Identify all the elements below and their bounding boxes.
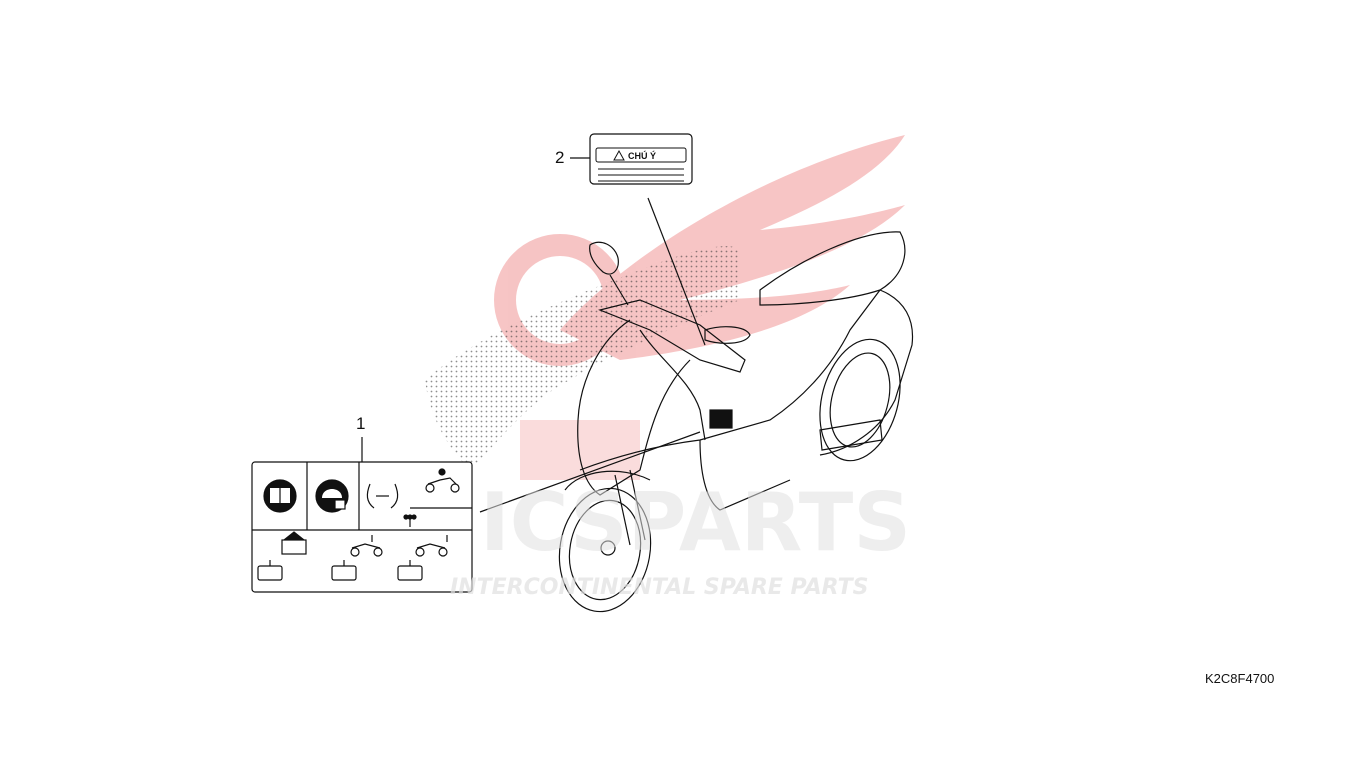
watermark-tagline-text: INTERCONTINENTAL SPARE PARTS <box>450 575 868 600</box>
shading-dots <box>425 246 740 470</box>
caution-label-heading: CHÚ Ý <box>628 150 656 161</box>
helmet-icon <box>315 479 349 513</box>
warning-triangle-icon <box>613 149 625 161</box>
pictogram-label-part-1 <box>251 461 473 593</box>
scooter-load-icon <box>350 535 383 557</box>
scooter-load-icon-2 <box>415 535 448 557</box>
tire-pressure-icon <box>366 483 399 509</box>
diagram-code: K2C8F4700 <box>1205 671 1275 686</box>
owner-manual-icon <box>263 479 297 513</box>
fuel-info-icon <box>281 531 307 555</box>
caution-label-part-2 <box>589 133 693 185</box>
scooter-rider-icon <box>425 468 460 493</box>
luggage-limit-icon <box>257 560 423 581</box>
passenger-icon <box>403 514 417 527</box>
leader-line-1 <box>479 431 701 513</box>
callout-number-2: 2 <box>555 148 565 167</box>
leader-line-2 <box>647 197 706 346</box>
watermark-brand-text: ICSPARTS <box>480 476 911 569</box>
callout-number-1: 1 <box>356 414 366 433</box>
scooter-outline <box>558 231 914 613</box>
leader-lines <box>361 157 706 513</box>
